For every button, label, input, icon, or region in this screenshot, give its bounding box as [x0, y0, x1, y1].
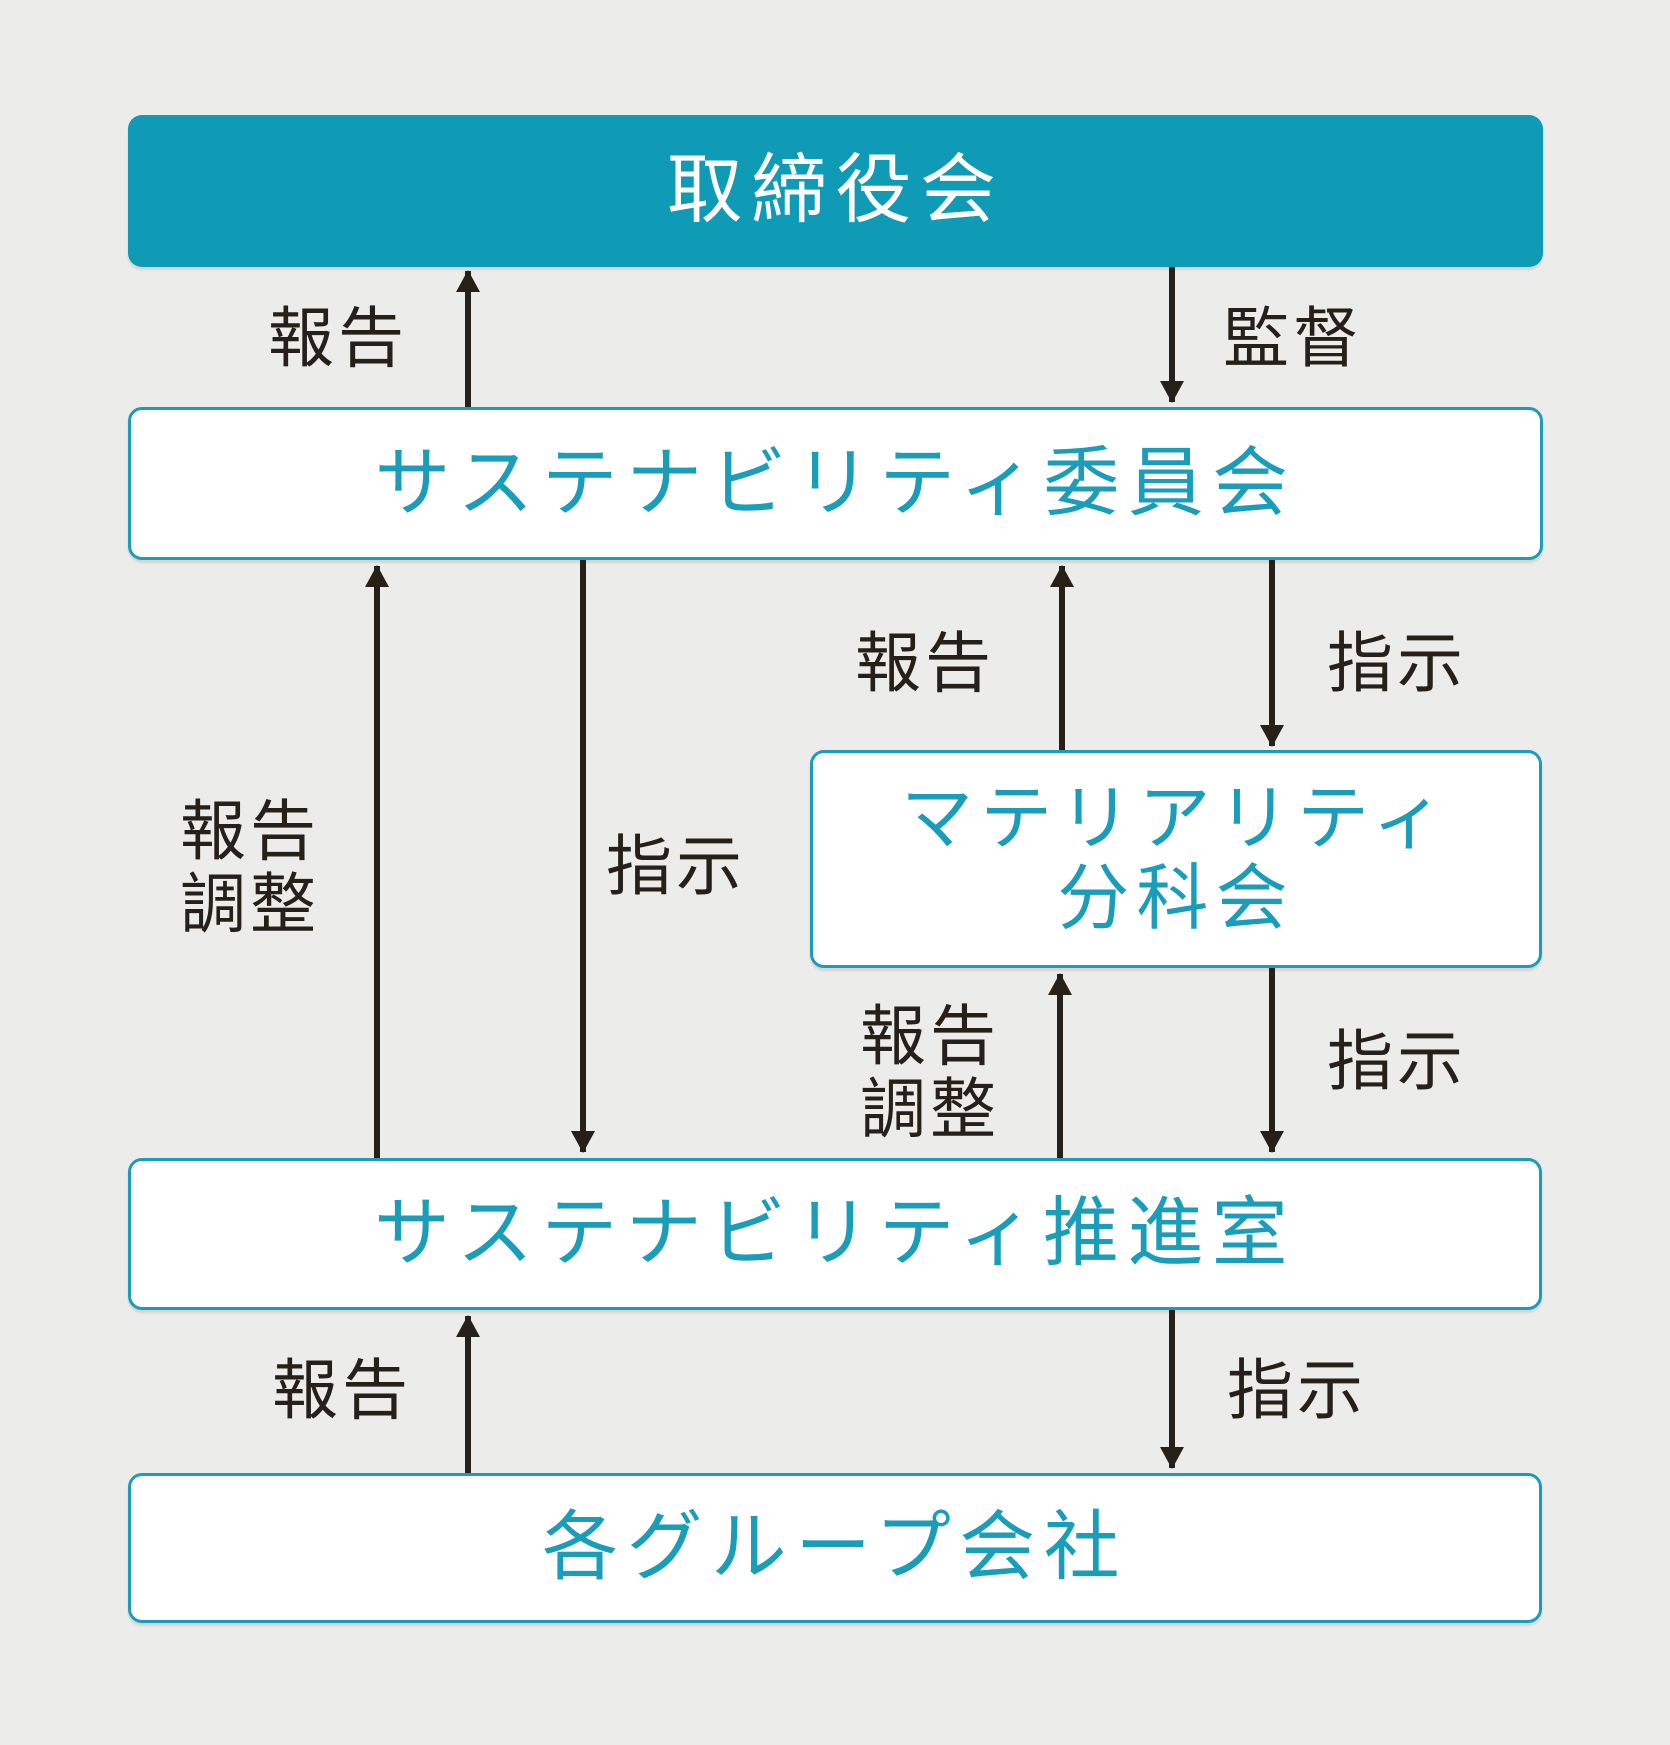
arrowhead-up-icon [1048, 973, 1072, 995]
arrowhead-down-icon [1260, 1131, 1284, 1153]
node-materiality-subcommittee: マテリアリティ 分科会 [810, 750, 1542, 968]
node-sustainability-committee: サステナビリティ委員会 [128, 407, 1543, 560]
edge-label-report-adjust-office-to-committee: 報告 調整 [180, 795, 320, 941]
edge-label-report-committee-to-board: 報告 [268, 301, 408, 375]
arrowhead-up-icon [456, 1315, 480, 1337]
arrowhead-down-icon [1160, 1447, 1184, 1469]
node-group-companies-label: 各グループ会社 [542, 1505, 1128, 1591]
arrow-report-committee-to-board [456, 270, 480, 407]
arrowhead-up-icon [365, 565, 389, 587]
node-sustainability-promotion-office-label: サステナビリティ推進室 [374, 1191, 1296, 1277]
arrow-instruct-committee-to-office [571, 560, 595, 1153]
arrow-instruct-committee-to-subcommittee [1260, 560, 1284, 747]
node-group-companies: 各グループ会社 [128, 1473, 1542, 1623]
edge-label-adjust-line: 調整 [860, 1072, 1000, 1146]
arrowhead-up-icon [1050, 565, 1074, 587]
node-board-of-directors: 取締役会 [128, 115, 1543, 267]
edge-label-report-group-to-office: 報告 [272, 1353, 412, 1427]
edge-label-report-adjust-office-to-subcommittee: 報告 調整 [860, 1000, 1000, 1146]
node-materiality-line2: 分科会 [1057, 859, 1295, 939]
node-sustainability-committee-label: サステナビリティ委員会 [374, 440, 1297, 526]
node-sustainability-promotion-office: サステナビリティ推進室 [128, 1158, 1542, 1310]
arrow-instruct-office-to-group [1160, 1310, 1184, 1469]
arrow-report-subcommittee-to-committee [1050, 565, 1074, 750]
edge-label-instruct-committee-to-subcommittee: 指示 [1327, 626, 1467, 700]
edge-label-instruct-committee-to-office: 指示 [606, 829, 746, 903]
edge-label-report-line: 報告 [860, 999, 1000, 1073]
edge-label-report-line: 報告 [180, 794, 320, 868]
edge-label-supervise-board-to-committee: 監督 [1223, 301, 1363, 375]
node-materiality-subcommittee-label: マテリアリティ 分科会 [901, 779, 1451, 939]
arrow-report-office-to-committee [365, 565, 389, 1158]
node-materiality-line1: マテリアリティ [900, 779, 1452, 859]
arrow-report-office-to-subcommittee [1048, 973, 1072, 1158]
edge-label-adjust-line: 調整 [180, 867, 320, 941]
node-board-of-directors-label: 取締役会 [666, 148, 1005, 234]
arrow-report-group-to-office [456, 1315, 480, 1473]
arrow-supervise-board-to-committee [1160, 267, 1184, 403]
arrowhead-down-icon [1260, 725, 1284, 747]
arrow-instruct-subcommittee-to-office [1260, 968, 1284, 1153]
arrowhead-up-icon [456, 270, 480, 292]
arrowhead-down-icon [571, 1131, 595, 1153]
arrowhead-down-icon [1160, 381, 1184, 403]
edge-label-instruct-office-to-group: 指示 [1227, 1353, 1367, 1427]
edge-label-instruct-subcommittee-to-office: 指示 [1327, 1024, 1467, 1098]
edge-label-report-subcommittee-to-committee: 報告 [855, 626, 995, 700]
